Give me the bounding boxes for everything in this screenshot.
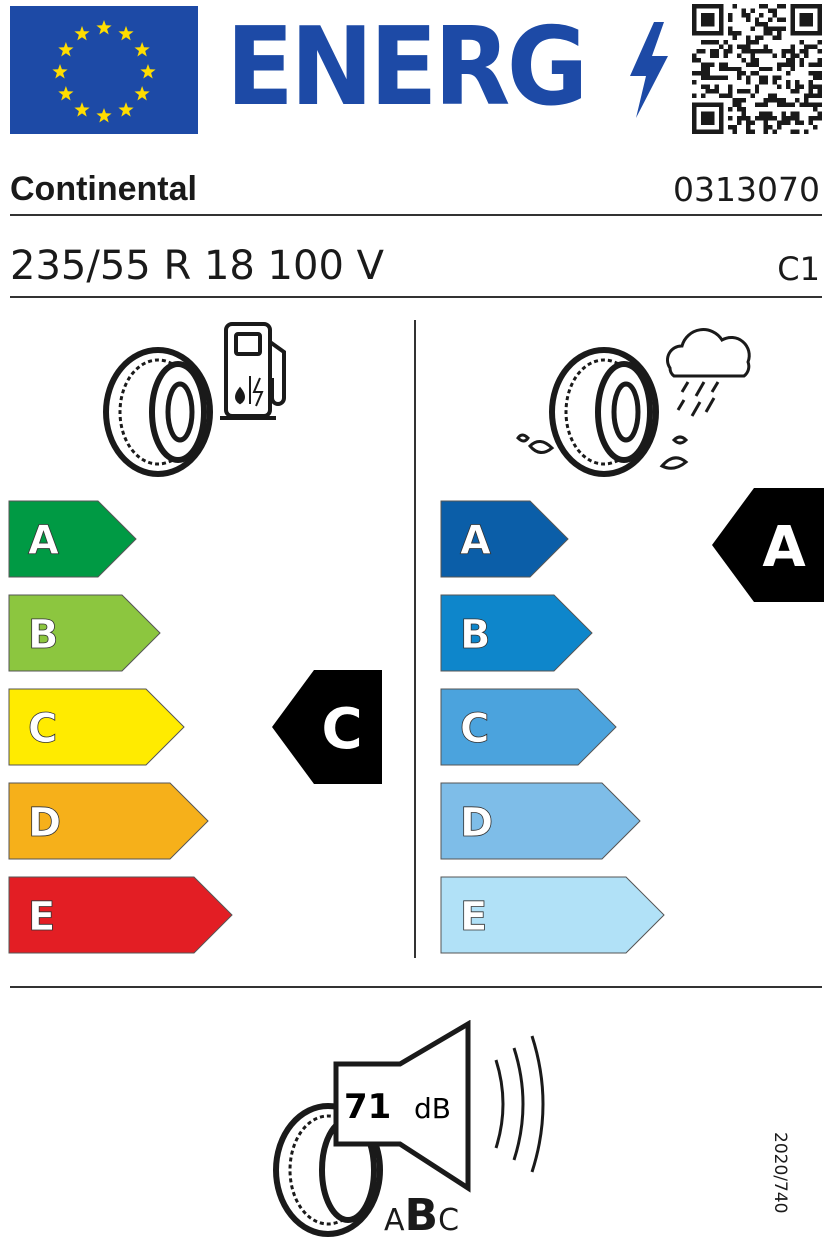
fuel-efficiency-label-c: C xyxy=(28,706,57,752)
fuel-efficiency-bar-b: B xyxy=(8,594,162,672)
energy-title: ENERG xyxy=(226,5,588,130)
star-icon xyxy=(58,42,74,57)
wet-grip-label-c: C xyxy=(460,706,489,752)
noise-class-c: C xyxy=(438,1203,460,1238)
wet-grip-rating-marker: A xyxy=(712,488,824,602)
tyre-size-designation: 235/55 R 18 100 V xyxy=(10,243,384,289)
fuel-efficiency-bar-a: A xyxy=(8,500,138,578)
wet-grip-label-a: A xyxy=(460,518,491,564)
fuel-efficiency-label-e: E xyxy=(28,894,55,940)
wet-grip-bar-e: E xyxy=(440,876,666,954)
fuel-pump-icon xyxy=(220,322,286,420)
star-icon xyxy=(74,25,90,41)
fuel-pump-tyre-icon xyxy=(103,322,286,477)
fuel-efficiency-label-b: B xyxy=(28,612,59,658)
rain-cloud-icon xyxy=(666,328,751,417)
fuel-efficiency-bar-c: C xyxy=(8,688,186,766)
star-icon xyxy=(96,108,112,123)
star-icon xyxy=(52,64,68,79)
wet-grip-bar-c: C xyxy=(440,688,618,766)
tyre-icon xyxy=(549,347,659,477)
fuel-efficiency-label-d: D xyxy=(28,800,61,846)
star-icon xyxy=(96,20,112,35)
fuel-efficiency-bar-e: E xyxy=(8,876,234,954)
fuel-efficiency-rating-marker: C xyxy=(272,670,382,784)
eu-flag-icon xyxy=(10,6,198,134)
wet-grip-bar-d: D xyxy=(440,782,642,860)
water-splash-icon xyxy=(516,433,689,470)
rain-cloud-tyre-icon xyxy=(516,328,751,477)
vertical-divider xyxy=(414,320,416,958)
noise-class-a: A xyxy=(384,1203,405,1238)
divider-rule xyxy=(10,296,822,298)
star-icon xyxy=(140,64,156,79)
tyre-icon xyxy=(103,347,213,477)
brand-name: Continental xyxy=(10,170,197,208)
noise-unit: dB xyxy=(414,1092,451,1125)
fuel-efficiency-rating: C xyxy=(321,697,362,762)
star-icon xyxy=(134,86,150,101)
star-icon xyxy=(118,25,134,41)
wet-grip-label-d: D xyxy=(460,800,493,846)
sound-waves-icon xyxy=(494,1035,545,1173)
wet-grip-bar-b: B xyxy=(440,594,594,672)
fuel-efficiency-label-a: A xyxy=(28,518,59,564)
noise-class-scale: ABC xyxy=(384,1190,460,1241)
divider-rule xyxy=(10,214,822,216)
divider-rule xyxy=(10,986,822,988)
star-icon xyxy=(118,102,134,117)
star-icon xyxy=(74,102,90,117)
speaker-tyre-icon: 71 dB xyxy=(273,1020,545,1237)
speaker-icon xyxy=(333,1020,471,1193)
article-number: 0313070 xyxy=(673,170,820,209)
noise-class-b: B xyxy=(404,1190,439,1241)
tyre-class: C1 xyxy=(777,250,820,288)
qr-code-icon xyxy=(692,4,822,134)
star-icon xyxy=(134,42,150,57)
regulation-number: 2020/740 xyxy=(770,1132,790,1214)
wet-grip-label-e: E xyxy=(460,894,487,940)
noise-value: 71 xyxy=(344,1087,391,1127)
wet-grip-rating: A xyxy=(762,515,806,580)
fuel-efficiency-bar-d: D xyxy=(8,782,210,860)
star-icon xyxy=(58,86,74,101)
wet-grip-label-b: B xyxy=(460,612,491,658)
wet-grip-bar-a: A xyxy=(440,500,570,578)
lightning-bolt-icon xyxy=(630,22,668,118)
